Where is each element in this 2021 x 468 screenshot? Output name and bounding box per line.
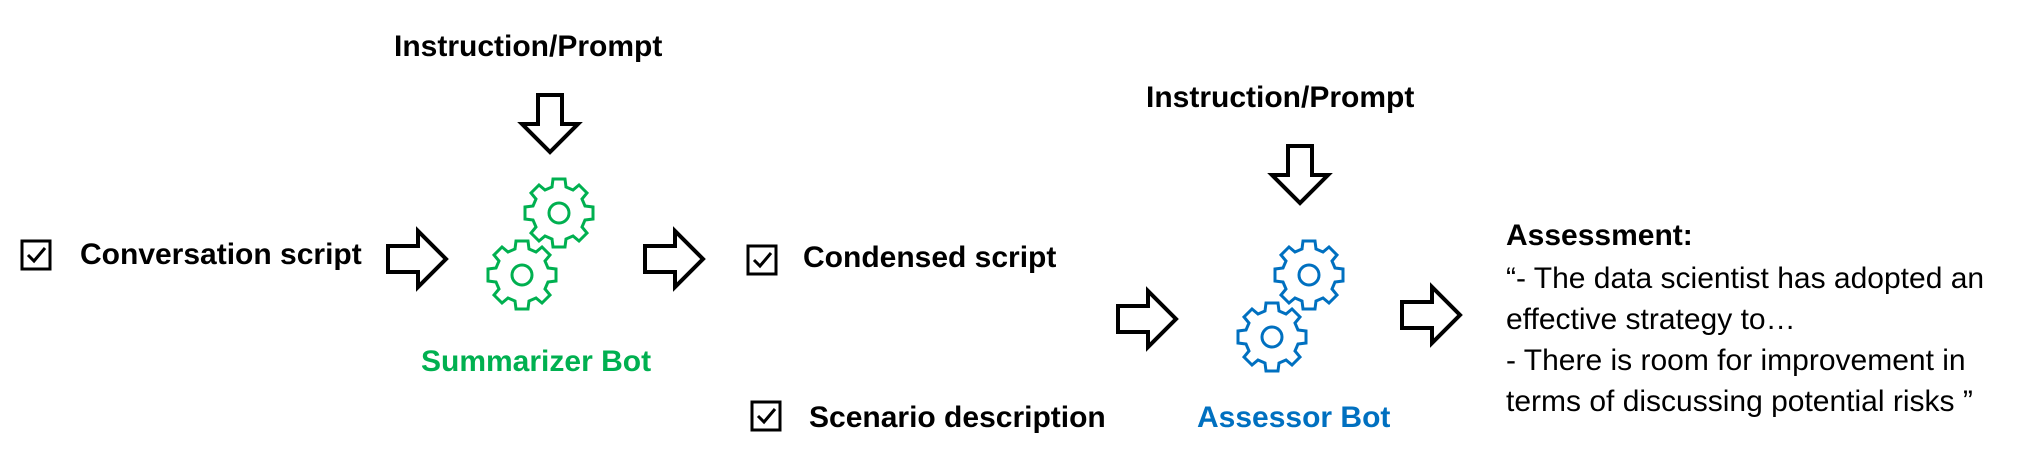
assessment-title: Assessment:: [1506, 219, 1693, 252]
scenario-description-label: Scenario description: [809, 401, 1106, 434]
conversation-script-label: Conversation script: [80, 238, 362, 271]
condensed-script-label: Condensed script: [803, 241, 1057, 274]
assessment-line: - There is room for improvement in: [1506, 344, 1966, 377]
assessment-line: effective strategy to…: [1506, 303, 1796, 336]
summarizer-bot-label: Summarizer Bot: [421, 345, 652, 378]
checkbox-icon: [750, 400, 782, 432]
assessor-bot-label: Assessor Bot: [1197, 401, 1391, 434]
summarizer-instruction-label: Instruction/Prompt: [394, 30, 663, 63]
gears-icon: [1236, 239, 1345, 373]
gears-icon: [486, 177, 595, 311]
checkbox-icon: [746, 244, 778, 276]
down-arrow-icon: [1267, 144, 1333, 206]
assessor-instruction-label: Instruction/Prompt: [1146, 81, 1415, 114]
down-arrow-icon: [517, 93, 583, 155]
right-arrow-icon: [643, 226, 706, 292]
right-arrow-icon: [386, 226, 449, 292]
assessment-line: terms of discussing potential risks ”: [1506, 385, 1973, 418]
right-arrow-icon: [1116, 286, 1179, 352]
right-arrow-icon: [1400, 282, 1463, 348]
assessment-line: “- The data scientist has adopted an: [1506, 262, 1985, 295]
checkbox-icon: [20, 239, 52, 271]
assessment-block: Assessment: “- The data scientist has ad…: [1506, 218, 1984, 422]
